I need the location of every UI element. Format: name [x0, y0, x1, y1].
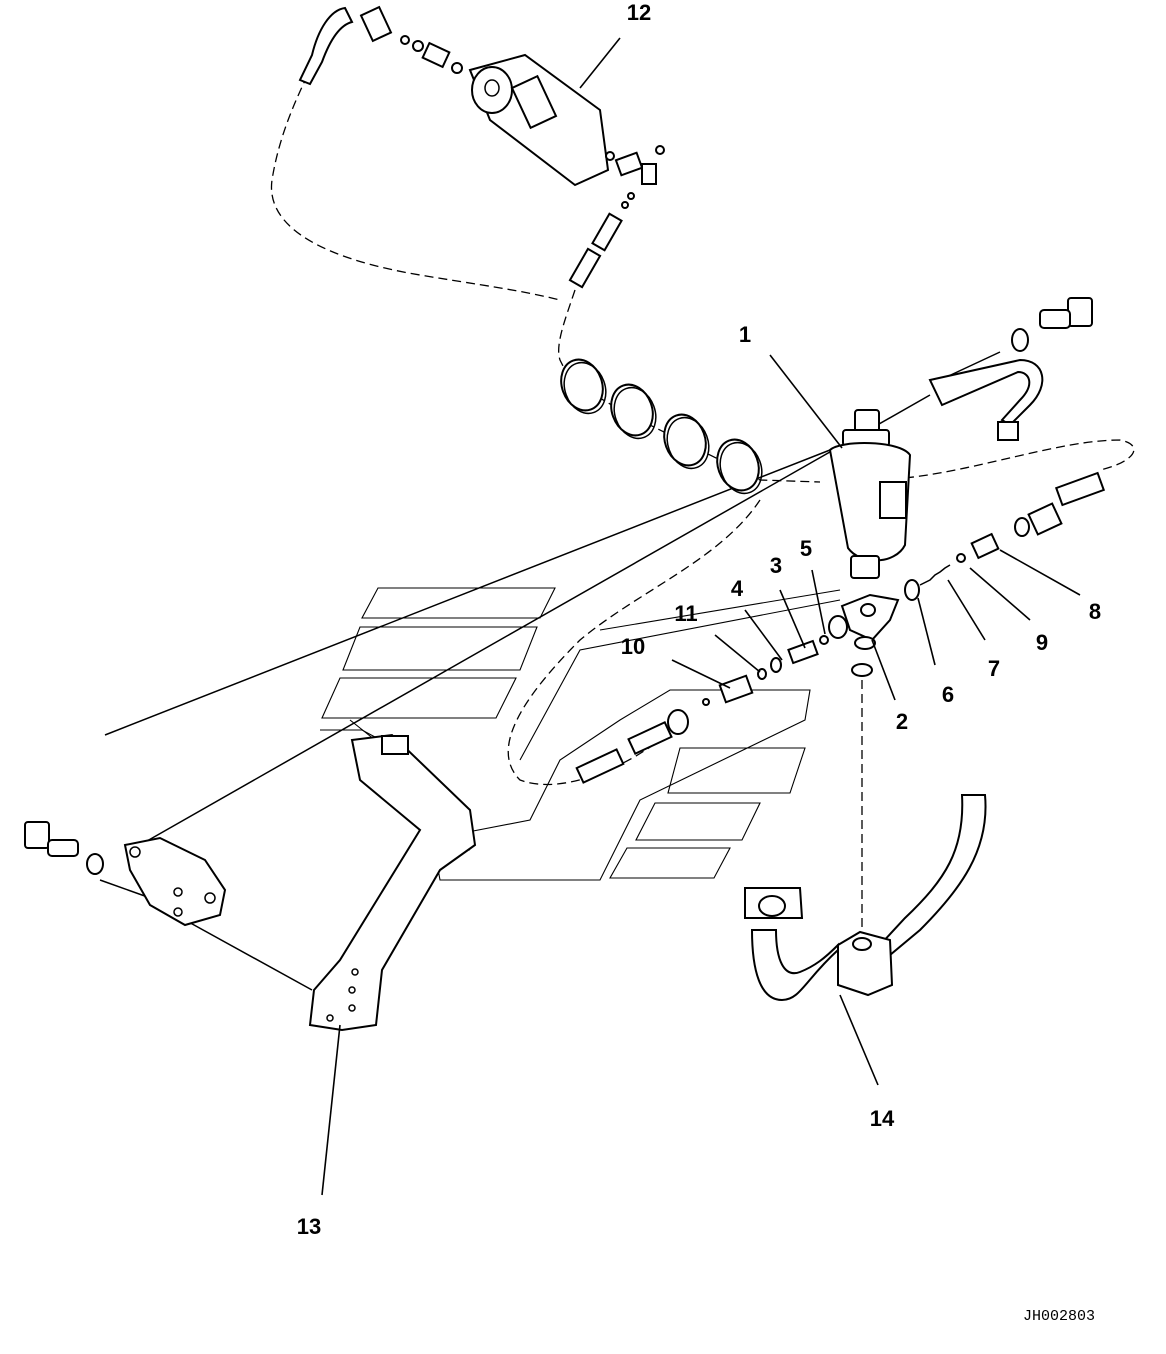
callout-leaders	[321, 37, 1081, 1196]
drawing-code: JH002803	[1023, 1308, 1095, 1325]
accumulator	[828, 409, 912, 579]
hose-route-lines	[270, 49, 1135, 935]
callout-11: 11	[674, 601, 697, 626]
callout-10: 10	[621, 634, 645, 659]
callout-1: 1	[739, 322, 751, 347]
hose-clamps	[560, 358, 763, 495]
callout-5: 5	[800, 536, 812, 561]
callout-9: 9	[1036, 630, 1048, 655]
callout-12: 12	[627, 0, 651, 25]
callout-4: 4	[731, 576, 744, 601]
callout-13: 13	[297, 1214, 321, 1239]
tee-block-assembly	[575, 471, 1106, 784]
callout-7: 7	[988, 656, 1000, 681]
callout-2: 2	[896, 709, 908, 734]
valve-block-assembly	[298, 5, 665, 289]
callout-14: 14	[870, 1106, 895, 1131]
strap-hardware	[928, 297, 1093, 441]
lower-hose-assembly	[744, 794, 987, 1002]
callout-3: 3	[770, 553, 782, 578]
mounting-bracket	[24, 733, 477, 1032]
callout-8: 8	[1089, 599, 1101, 624]
callout-labels: 12 1 5 3 4 11 10 2 6 7 9 8 14 13	[297, 0, 1101, 1239]
callout-6: 6	[942, 682, 954, 707]
